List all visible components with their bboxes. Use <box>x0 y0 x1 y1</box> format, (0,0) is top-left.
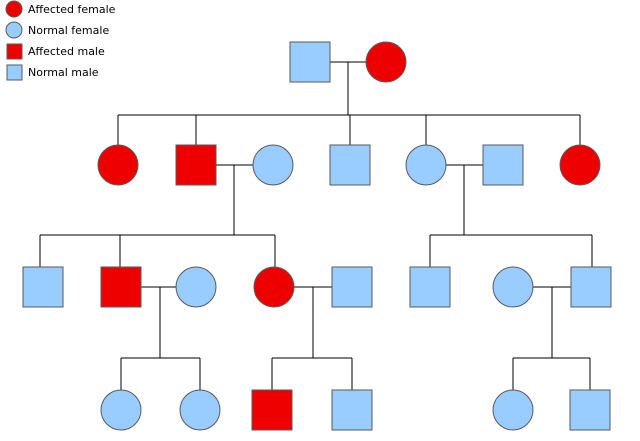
legend-symbol-normal-male <box>6 64 23 81</box>
pedigree-lines <box>39 61 593 390</box>
individual-iv-6-normal-male <box>569 389 611 431</box>
legend-label-affected-female: Affected female <box>28 3 116 16</box>
individual-iv-4-normal-male <box>331 389 373 431</box>
legend-symbol-affected-female <box>5 0 23 18</box>
individual-ii-5-normal-female <box>405 144 447 186</box>
individual-iii-3-normal-female <box>175 266 217 308</box>
individual-iii-7-normal-female <box>492 266 534 308</box>
individual-iv-3-affected-male <box>251 389 293 431</box>
individual-i-2-affected-female <box>365 41 407 83</box>
individual-iv-2-normal-female <box>179 389 221 431</box>
legend: Affected female Normal female Affected m… <box>5 0 116 81</box>
legend-label-normal-male: Normal male <box>28 66 99 79</box>
legend-symbol-normal-female <box>5 21 23 39</box>
legend-label-affected-male: Affected male <box>28 45 105 58</box>
individual-ii-1-affected-female <box>97 144 139 186</box>
legend-symbol-affected-male <box>6 43 23 60</box>
individual-iii-4-affected-female <box>253 266 295 308</box>
pedigree-individuals <box>22 41 612 431</box>
individual-iii-2-affected-male <box>100 266 142 308</box>
individual-iv-5-normal-female <box>492 389 534 431</box>
individual-iii-8-normal-male <box>570 266 612 308</box>
individual-iv-1-normal-female <box>100 389 142 431</box>
individual-iii-1-normal-male <box>22 266 64 308</box>
individual-iii-6-normal-male <box>409 266 451 308</box>
individual-ii-7-affected-female <box>559 144 601 186</box>
individual-ii-6-normal-male <box>482 144 524 186</box>
individual-iii-5-normal-male <box>331 266 373 308</box>
legend-label-normal-female: Normal female <box>28 24 109 37</box>
individual-i-1-normal-male <box>289 41 331 83</box>
individual-ii-4-normal-male <box>329 144 371 186</box>
individual-ii-3-normal-female <box>252 144 294 186</box>
individual-ii-2-affected-male <box>175 144 217 186</box>
